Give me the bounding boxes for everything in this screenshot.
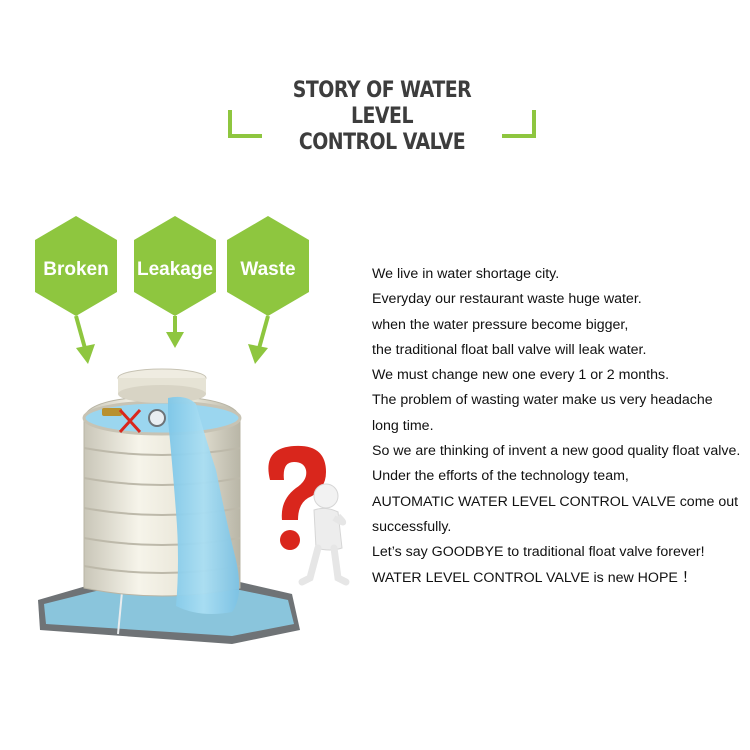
badge-broken-label: Broken: [43, 259, 108, 280]
story-line: The problem of wasting water make us ver…: [372, 392, 713, 409]
story-line: long time.: [372, 417, 434, 434]
page-title: STORY OF WATER LEVEL CONTROL VALVE: [260, 78, 504, 156]
overflow-water: [168, 396, 240, 614]
thinking-person-icon: [298, 483, 350, 586]
story-line: WATER LEVEL CONTROL VALVE is new HOPE ！: [372, 569, 697, 586]
title-frame-gap: [262, 100, 502, 140]
story-line: successfully.: [372, 518, 452, 535]
arrow-down-icon: [76, 344, 95, 364]
cross-mark-icon: [118, 408, 142, 434]
question-mark-icon: [268, 445, 326, 550]
water-tank-illustration: Broken Leakage Waste: [35, 216, 350, 644]
title-line-2: CONTROL VALVE: [298, 130, 466, 155]
story-line: Under the efforts of the technology team…: [372, 468, 629, 485]
gauge-icon: [148, 409, 166, 427]
story-line: Let’s say GOODBYE to traditional float v…: [372, 544, 705, 561]
story-line: when the water pressure become bigger,: [372, 316, 629, 333]
badge-waste-label: Waste: [240, 259, 295, 280]
story-line: We live in water shortage city.: [372, 266, 560, 282]
arrow-down-icon: [166, 332, 184, 348]
title-line-1: STORY OF WATER LEVEL: [292, 78, 472, 129]
badge-leakage: Leakage: [134, 216, 216, 348]
story-line: AUTOMATIC WATER LEVEL CONTROL VALVE come…: [372, 493, 739, 510]
float-valve-icon: [102, 408, 122, 416]
story-line: So we are thinking of invent a new good …: [372, 443, 741, 460]
story-line: the traditional float ball valve will le…: [372, 341, 647, 358]
arrow-down-icon: [248, 344, 268, 364]
story-line: We must change new one every 1 or 2 mont…: [372, 367, 670, 384]
badge-leakage-label: Leakage: [137, 259, 213, 280]
story-line: Everyday our restaurant waste huge water…: [372, 291, 642, 308]
badge-waste: Waste: [227, 216, 309, 364]
badge-broken: Broken: [35, 216, 117, 364]
story-text: We live in water shortage city. Everyday…: [372, 262, 744, 591]
